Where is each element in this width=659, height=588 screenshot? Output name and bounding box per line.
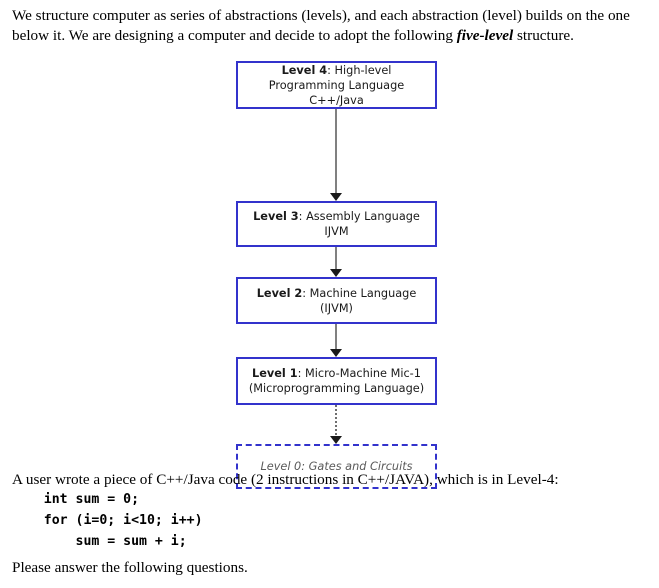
level-3-label-bold: Level 3 [253, 210, 299, 223]
level-1-label-bold: Level 1 [252, 367, 298, 380]
connector-level1-to-level0-dotted [335, 405, 337, 435]
level-0-label: Level 0: Gates and Circuits [260, 460, 413, 473]
code-block: int sum = 0; for (i=0; i<10; i++) sum = … [43, 492, 203, 549]
level-1-label: Level 1: Micro-Machine Mic-1 (Microprogr… [244, 366, 429, 396]
level-4-label: Level 4: High-level Programming Language… [244, 63, 429, 108]
intro-text-part1: We structure computer as series of abstr… [12, 7, 630, 44]
level-1-label-rest: : Micro-Machine Mic-1 (Microprogramming … [248, 367, 425, 395]
arrowhead-into-level-1-icon [330, 349, 342, 357]
level-4-label-rest: : High-level Programming Language C++/Ja… [268, 63, 405, 107]
level-3-label-rest: : Assembly Language IJVM [298, 210, 420, 238]
level-2-label-bold: Level 2 [256, 286, 303, 300]
connector-level4-to-level3 [335, 109, 337, 193]
diagram-node-level-4: Level 4: High-level Programming Language… [236, 61, 437, 109]
question-intro-text: A user wrote a piece of C++/Java code (2… [12, 471, 559, 488]
arrowhead-into-level-3-icon [330, 193, 342, 201]
level-2-label-rest: : Machine Language (IJVM) [302, 286, 417, 315]
connector-level3-to-level2 [335, 247, 337, 269]
diagram-node-level-2: Level 2: Machine Language (IJVM) [236, 277, 437, 324]
arrowhead-into-level-0-icon [330, 436, 342, 444]
closing-text: Please answer the following questions. [12, 559, 248, 576]
arrowhead-into-level-2-icon [330, 269, 342, 277]
connector-level2-to-level1 [335, 324, 337, 349]
diagram-node-level-1: Level 1: Micro-Machine Mic-1 (Microprogr… [236, 357, 437, 405]
intro-emphasis: five-level [456, 27, 514, 44]
diagram-node-level-3: Level 3: Assembly Language IJVM [236, 201, 437, 247]
level-2-label: Level 2: Machine Language (IJVM) [244, 286, 429, 316]
intro-paragraph: We structure computer as series of abstr… [12, 6, 650, 46]
diagram-node-level-0: Level 0: Gates and Circuits [236, 444, 437, 489]
level-4-label-bold: Level 4 [281, 63, 328, 77]
level-3-label: Level 3: Assembly Language IJVM [244, 209, 429, 239]
intro-text-part2: structure. [513, 27, 574, 44]
